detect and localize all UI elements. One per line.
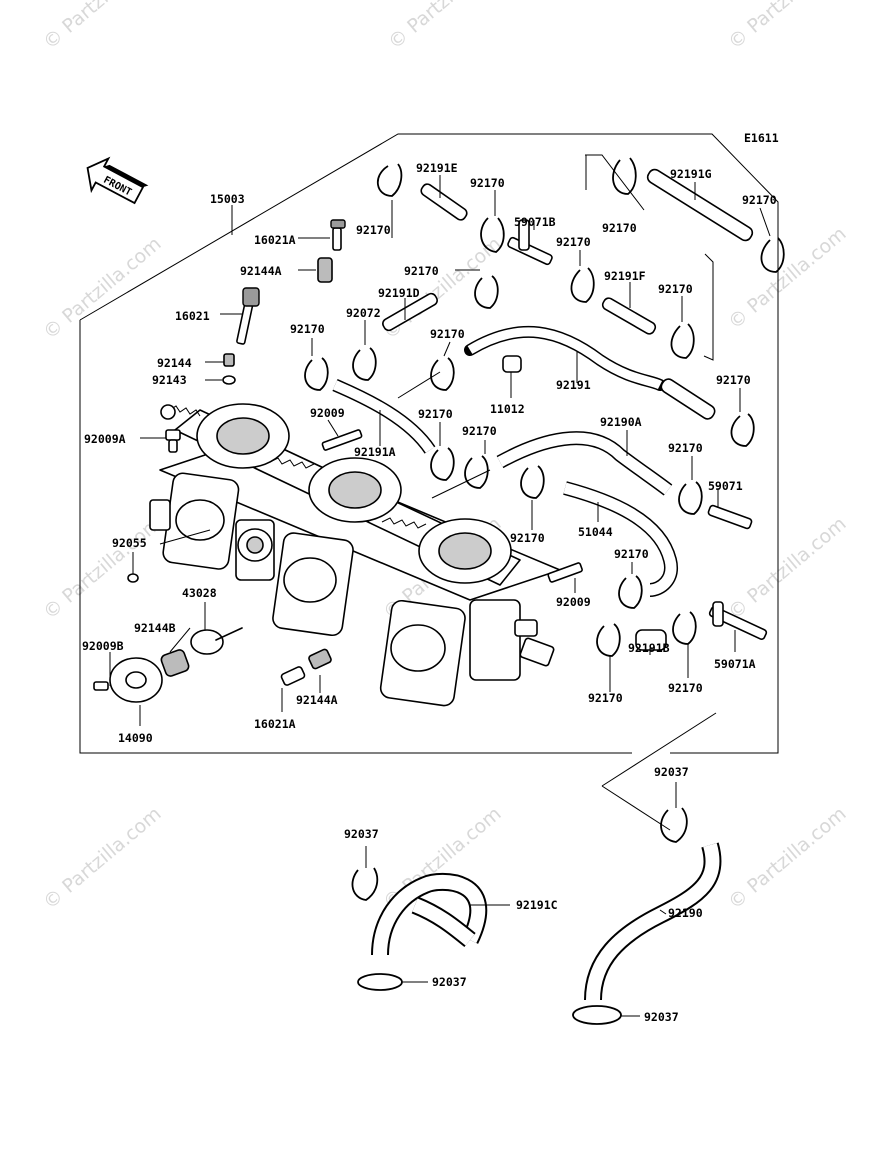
- part-label-16021A-b: 16021A: [254, 717, 296, 731]
- part-label-92191C: 92191C: [516, 898, 558, 912]
- diagram-code: E1611: [744, 131, 779, 145]
- part-label-92191F: 92191F: [604, 269, 646, 283]
- part-label-16021: 16021: [175, 309, 210, 323]
- part-label-92191B: 92191B: [628, 641, 670, 655]
- part-label-92191E: 92191E: [416, 161, 458, 175]
- watermark-text: © Partzilla.com: [39, 803, 165, 914]
- part-labels: 1500316021A92144A16021921449214392009A92…: [82, 161, 777, 1024]
- part-label-92190: 92190: [668, 906, 703, 920]
- part-label-92009A: 92009A: [84, 432, 126, 446]
- part-label-14090: 14090: [118, 731, 153, 745]
- part-label-92144A-a: 92144A: [240, 264, 282, 278]
- part-label-92170-k: 92170: [418, 407, 453, 421]
- part-label-92191D: 92191D: [378, 286, 420, 300]
- part-label-92144: 92144: [157, 356, 192, 370]
- part-label-92037-a: 92037: [654, 765, 689, 779]
- part-label-92170-n: 92170: [510, 531, 545, 545]
- watermark-text: © Partzilla.com: [384, 0, 510, 54]
- watermark-text: © Partzilla.com: [724, 0, 850, 54]
- part-label-92144B: 92144B: [134, 621, 176, 635]
- watermark-text: © Partzilla.com: [724, 513, 850, 624]
- part-label-59071B: 59071B: [514, 215, 556, 229]
- part-label-43028: 43028: [182, 586, 217, 600]
- part-label-92037-b: 92037: [344, 827, 379, 841]
- part-label-92170-i: 92170: [658, 282, 693, 296]
- part-label-92009-b: 92009: [556, 595, 591, 609]
- part-label-51044: 51044: [578, 525, 613, 539]
- part-label-11012: 11012: [490, 402, 525, 416]
- part-label-92170-l: 92170: [462, 424, 497, 438]
- part-label-92170-j: 92170: [716, 373, 751, 387]
- part-label-92170-g: 92170: [602, 221, 637, 235]
- part-label-92009-a: 92009: [310, 406, 345, 420]
- left-parts: [93, 219, 583, 703]
- part-label-92170-p: 92170: [588, 691, 623, 705]
- hoses-and-clamps: [304, 154, 785, 657]
- part-label-92170-o: 92170: [614, 547, 649, 561]
- watermark-text: © Partzilla.com: [39, 233, 165, 344]
- part-label-15003: 15003: [210, 192, 245, 206]
- part-label-92037-d: 92037: [644, 1010, 679, 1024]
- watermark-text: © Partzilla.com: [39, 513, 165, 624]
- part-label-92072: 92072: [346, 306, 381, 320]
- carburetor-assembly: [149, 403, 561, 707]
- part-label-92143: 92143: [152, 373, 187, 387]
- watermark-text: © Partzilla.com: [39, 0, 165, 54]
- part-label-16021A-a: 16021A: [254, 233, 296, 247]
- part-label-92191G: 92191G: [670, 167, 712, 181]
- part-label-92170-e: 92170: [430, 327, 465, 341]
- part-label-59071A: 59071A: [714, 657, 756, 671]
- part-label-92170-m: 92170: [668, 441, 703, 455]
- assembly-border-left-bottom: [79, 320, 632, 754]
- part-label-92170-b: 92170: [470, 176, 505, 190]
- part-label-92037-c: 92037: [432, 975, 467, 989]
- part-label-92170-a: 92170: [356, 223, 391, 237]
- part-label-92144A-b: 92144A: [296, 693, 338, 707]
- part-label-92170-q: 92170: [668, 681, 703, 695]
- part-label-92170-c: 92170: [404, 264, 439, 278]
- part-label-92170-f: 92170: [742, 193, 777, 207]
- part-label-92009B: 92009B: [82, 639, 124, 653]
- part-label-92055: 92055: [112, 536, 147, 550]
- watermark-layer: © Partzilla.com © Partzilla.com © Partzill…: [39, 0, 850, 914]
- front-arrow-icon: FRONT: [86, 156, 149, 205]
- lower-hoses: [351, 712, 722, 1025]
- part-label-92191A: 92191A: [354, 445, 396, 459]
- part-label-92190A: 92190A: [600, 415, 642, 429]
- leader-lines: [109, 175, 771, 1017]
- part-label-92170-h: 92170: [556, 235, 591, 249]
- part-label-92191: 92191: [556, 378, 591, 392]
- part-label-59071: 59071: [708, 479, 743, 493]
- part-label-92170-d: 92170: [290, 322, 325, 336]
- watermark-text: © Partzilla.com: [724, 803, 850, 914]
